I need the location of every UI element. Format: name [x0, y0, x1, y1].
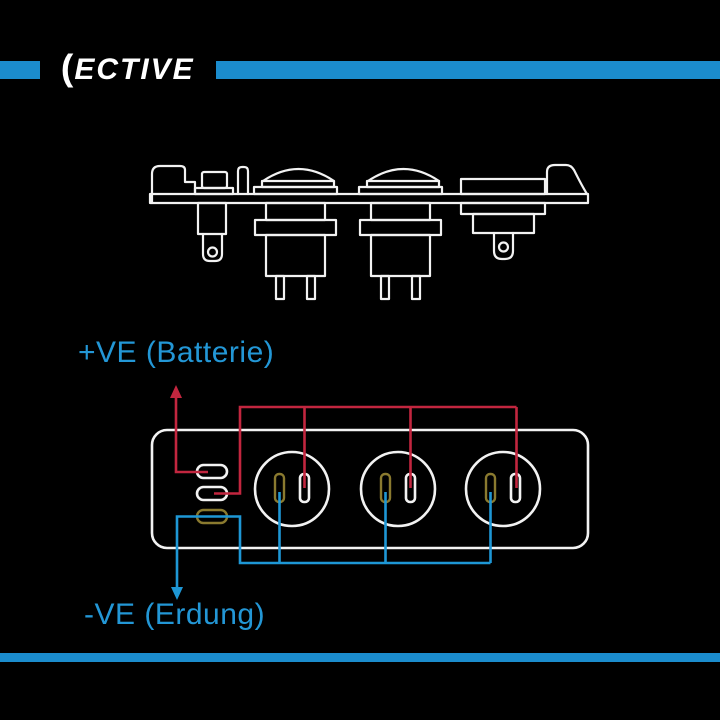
- switch-side-view: [459, 177, 547, 261]
- positive-wire: [170, 385, 518, 495]
- ective-logo: ( ECTIVE: [40, 47, 216, 90]
- button-side-view: [193, 170, 235, 196]
- panel-left-wing: [150, 164, 197, 205]
- panel-side-view-drawing: [148, 163, 590, 301]
- logo-text: ECTIVE: [74, 53, 195, 86]
- socket-cover-side-1: [252, 168, 339, 196]
- lug-hole: [497, 241, 510, 253]
- socket-body-side-1: [253, 201, 338, 301]
- socket-body-side-2: [358, 201, 443, 301]
- panel-slab: [148, 163, 590, 205]
- brand-bar-bottom: [0, 653, 720, 662]
- socket-pin: [305, 274, 317, 301]
- socket-pin: [410, 274, 422, 301]
- socket-panel-outline: [150, 428, 590, 550]
- button-connector-side: [196, 201, 228, 263]
- divider-wall: [236, 165, 250, 196]
- socket-cover-side-2: [357, 168, 444, 196]
- socket-front-2: [359, 450, 437, 528]
- negative-wire: [171, 492, 492, 600]
- positive-terminal-label: +VE (Batterie): [78, 336, 275, 369]
- socket-pin: [379, 274, 391, 301]
- panel-right-wing: [545, 163, 589, 196]
- wiring-diagram: [150, 385, 590, 600]
- arrow-down-icon: [171, 587, 183, 600]
- socket-front-3: [464, 450, 542, 528]
- arrow-up-icon: [170, 385, 182, 398]
- socket-pin: [274, 274, 286, 301]
- lug-hole: [206, 246, 219, 258]
- socket-front-1: [253, 450, 331, 528]
- logo-bracket-icon: (: [61, 47, 74, 88]
- negative-terminal-label: -VE (Erdung): [84, 598, 266, 631]
